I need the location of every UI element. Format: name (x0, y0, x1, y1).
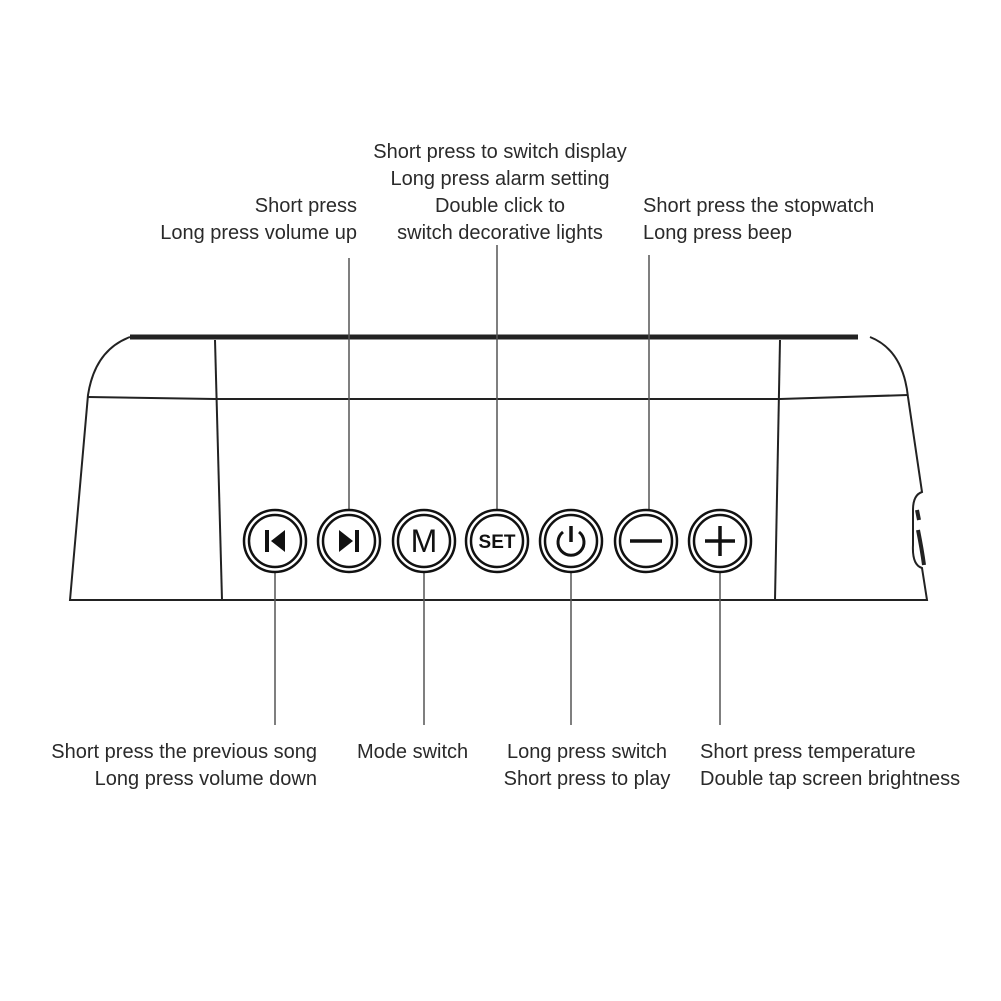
set-label: Short press to switch display Long press… (300, 139, 700, 247)
label-line: Double tap screen brightness (700, 768, 961, 790)
label-line: Short press the previous song (51, 741, 317, 763)
next-track-button[interactable] (316, 508, 382, 574)
left-divider (214, 339, 223, 601)
next-track-icon (339, 530, 359, 552)
label-line: Mode switch (357, 741, 469, 763)
previous-track-button[interactable] (242, 508, 308, 574)
power-label: Long press switch Short press to play (487, 739, 687, 793)
label-line: Short press to play (503, 768, 671, 790)
label-line: Short press (254, 195, 357, 217)
label-line: Short press temperature (700, 741, 916, 763)
label-line: Long press beep (643, 222, 793, 244)
device-outline (68, 336, 929, 601)
set-icon: SET (479, 532, 516, 553)
leader-lines (274, 245, 721, 725)
mode-label: Mode switch (357, 739, 468, 766)
minus-label: Short press the stopwatch Long press bee… (643, 193, 874, 247)
label-line: switch decorative lights (397, 222, 603, 244)
mode-icon: M (411, 523, 438, 559)
svg-text:SET: SET (479, 532, 516, 553)
label-line: Long press volume up (160, 222, 357, 244)
mode-button[interactable]: M (391, 508, 457, 574)
svg-text:M: M (411, 523, 438, 559)
label-line: Long press alarm setting (390, 168, 610, 190)
side-port (915, 509, 926, 566)
plus-button[interactable] (687, 508, 753, 574)
power-button[interactable] (538, 508, 604, 574)
previous-track-icon (265, 530, 285, 552)
power-icon (556, 526, 586, 557)
set-button[interactable]: SET (464, 508, 530, 574)
right-divider (774, 339, 781, 601)
minus-button[interactable] (613, 508, 679, 574)
label-line: Short press the stopwatch (643, 195, 875, 217)
label-line: Double click to (434, 195, 566, 217)
previous-track-label: Short press the previous song Long press… (51, 739, 317, 793)
plus-label: Short press temperature Double tap scree… (700, 739, 960, 793)
top-panel-line (87, 394, 909, 400)
label-line: Long press switch (506, 741, 668, 763)
plus-icon (705, 526, 735, 556)
label-line: Short press to switch display (373, 141, 627, 163)
next-track-label: Short press Long press volume up (160, 193, 357, 247)
label-line: Long press volume down (94, 768, 317, 790)
